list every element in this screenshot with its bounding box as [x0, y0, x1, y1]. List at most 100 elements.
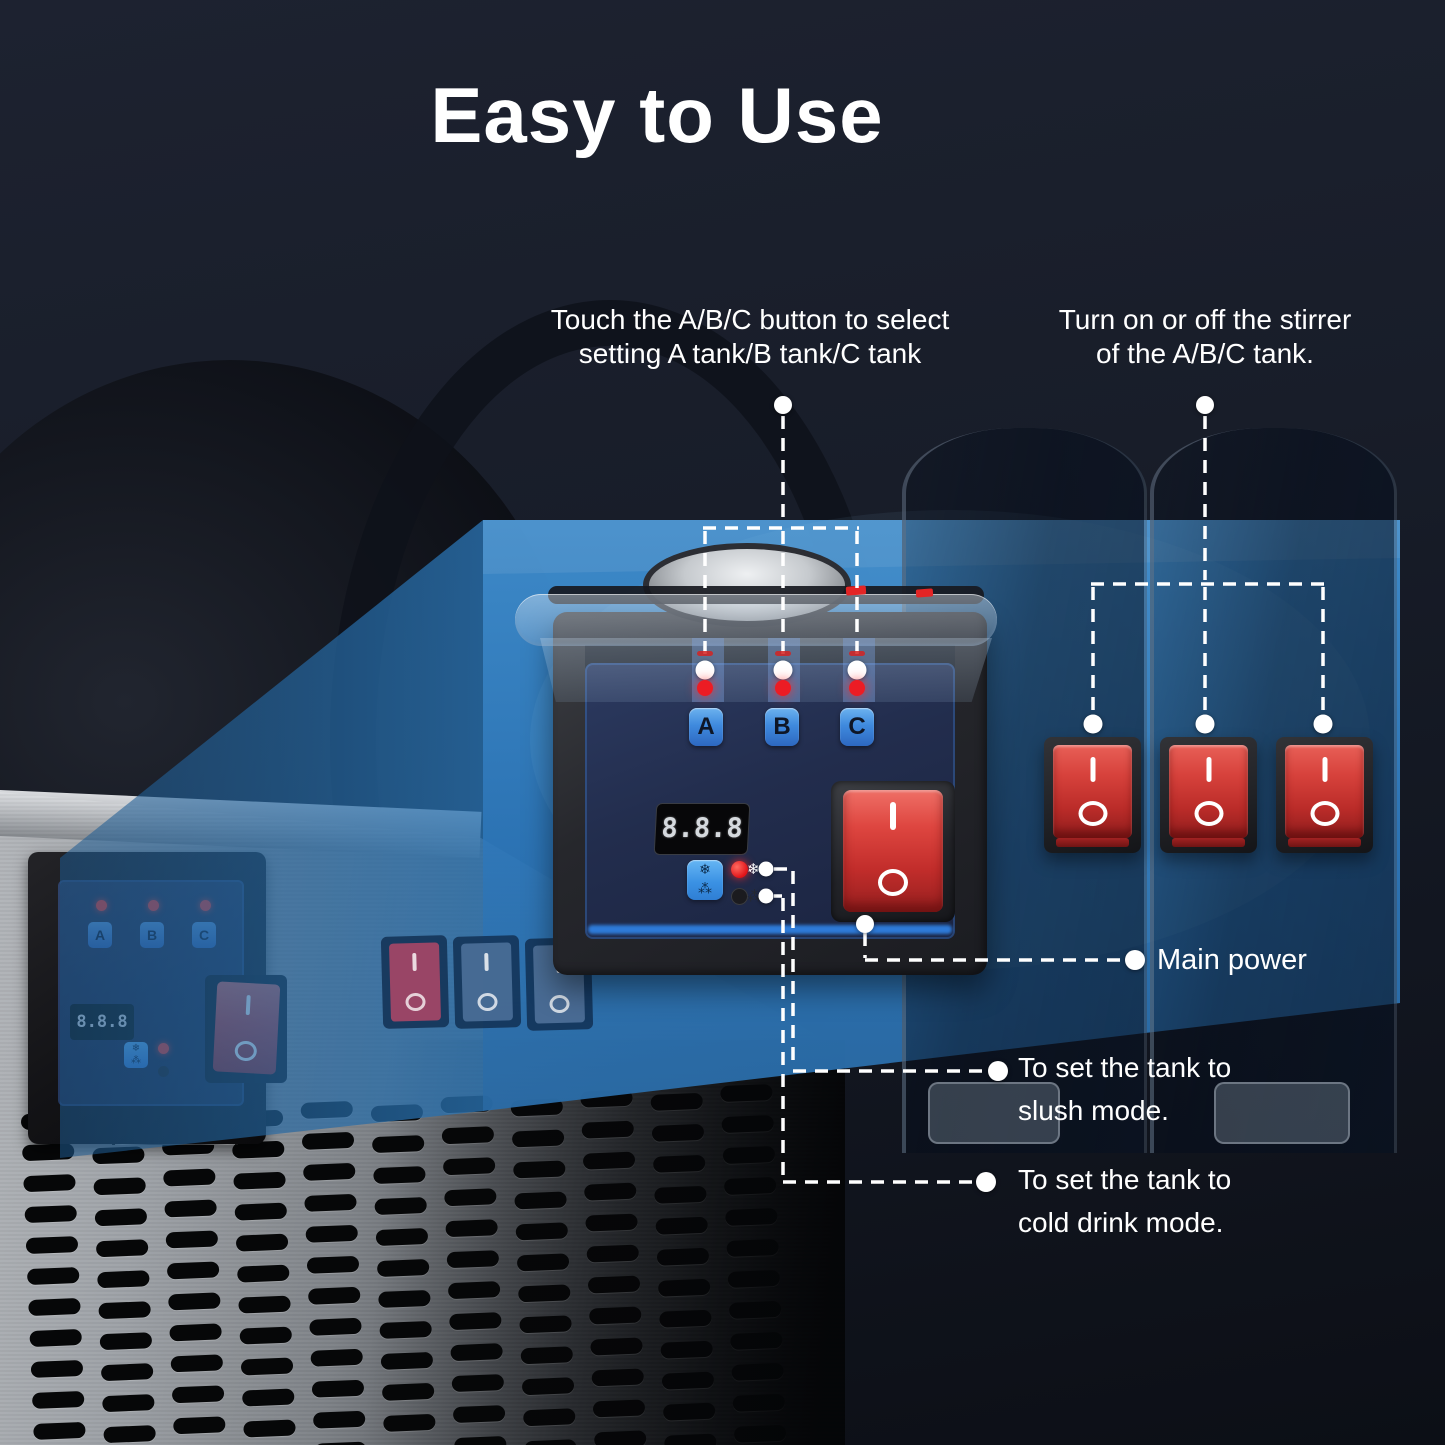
vent-slot: [100, 1363, 154, 1382]
vent-slot: [446, 1250, 500, 1269]
vent-slot: [33, 1421, 86, 1440]
abc-callout-text: Touch the A/B/C button to select setting…: [550, 304, 950, 369]
tank-a-button[interactable]: A: [689, 708, 723, 746]
vent-slot: [588, 1306, 642, 1325]
vent-slot: [173, 1416, 226, 1435]
vent-slot: [723, 1176, 777, 1196]
tank-b-button[interactable]: B: [765, 708, 799, 746]
cold-drink-icon: ⁂: [131, 1055, 141, 1066]
vent-slot: [370, 1104, 424, 1123]
slush-mode-led-small: [158, 1043, 169, 1054]
vent-slot: [725, 1207, 778, 1227]
lid-red-mark: [845, 585, 867, 596]
vent-slot: [441, 1126, 495, 1145]
tank-a-button-small[interactable]: A: [88, 922, 112, 948]
vent-slot: [586, 1244, 640, 1263]
vent-slot: [515, 1222, 569, 1241]
vent-slot: [98, 1301, 151, 1320]
vent-slot: [442, 1157, 496, 1176]
vent-slot: [454, 1435, 507, 1445]
vent-slot: [511, 1129, 565, 1148]
main-power-switch-small[interactable]: [212, 981, 281, 1075]
vent-slot: [314, 1441, 367, 1445]
vent-slot: [374, 1196, 427, 1216]
vent-slot: [300, 1100, 354, 1119]
tank-b-button-small[interactable]: B: [140, 922, 164, 948]
vent-slot: [240, 1357, 294, 1376]
lid-dome-handle[interactable]: [643, 543, 851, 627]
slush-mode-led: [731, 861, 748, 878]
temperature-display-small: 8.8.8: [70, 1004, 134, 1040]
tank-c-button-small[interactable]: C: [192, 922, 216, 948]
vent-slot: [516, 1253, 570, 1272]
vent-slot: [591, 1368, 645, 1387]
vent-slot: [23, 1174, 76, 1193]
vent-slot: [590, 1337, 643, 1356]
main-power-switch[interactable]: [843, 790, 943, 912]
vent-slot: [235, 1233, 289, 1252]
led-indicator: [200, 900, 211, 911]
tank-c-button[interactable]: C: [840, 708, 874, 746]
vent-slot: [28, 1297, 81, 1317]
vent-slot: [236, 1264, 290, 1283]
snowflake-indicator-icon: ❄: [747, 861, 760, 878]
vent-slot: [655, 1216, 709, 1235]
vent-slot: [239, 1326, 293, 1345]
vent-slot: [728, 1300, 782, 1319]
stirrer-switch-photo-b[interactable]: [452, 935, 522, 1029]
stirrer-switch-a[interactable]: [1044, 737, 1141, 853]
vent-slot: [581, 1120, 635, 1139]
stirrer-switch-b[interactable]: [1160, 737, 1257, 853]
vent-slot: [312, 1410, 366, 1429]
vent-slot: [25, 1236, 79, 1255]
lid-front-face: [540, 638, 992, 702]
vent-slot: [302, 1162, 356, 1181]
vent-slot: [31, 1390, 85, 1409]
vent-slot: [307, 1286, 361, 1305]
vent-slot: [103, 1425, 156, 1444]
vent-slot: [661, 1371, 715, 1390]
slush-mode-label: To set the tank to slush mode.: [1018, 1052, 1232, 1126]
vent-slot: [514, 1191, 567, 1210]
vent-slot: [233, 1171, 286, 1190]
led-indicator: [148, 900, 159, 911]
vent-slot: [99, 1332, 153, 1351]
vent-slot: [513, 1160, 566, 1179]
vent-slot: [659, 1309, 712, 1328]
transparent-lid: [515, 594, 997, 646]
switch-on-mark: [890, 802, 896, 830]
vent-slot: [238, 1295, 291, 1314]
mode-button-small[interactable]: ❄ ⁂: [124, 1042, 148, 1068]
vent-slot: [654, 1185, 707, 1204]
cold-mode-led-small: [158, 1066, 169, 1077]
vent-slot: [660, 1340, 713, 1359]
vent-slot: [720, 1084, 773, 1103]
mode-button[interactable]: ❄ ⁂: [687, 860, 723, 900]
temperature-display: 8.8.8: [653, 803, 751, 855]
vent-slot: [376, 1258, 430, 1278]
tank-foot: [1214, 1082, 1350, 1144]
snowflake-icon: ❄: [131, 1043, 141, 1054]
cold-drink-indicator-icon: ⁂: [747, 888, 762, 905]
stirrer-callout-text: Turn on or off the stirrer of the A/B/C …: [1058, 304, 1352, 369]
stirrer-switch-photo-a[interactable]: [380, 935, 450, 1029]
led-indicator: [96, 900, 107, 911]
vent-slot: [241, 1388, 295, 1407]
panel-blue-glow: [588, 925, 952, 934]
vent-slot: [727, 1269, 781, 1288]
vent-slot: [95, 1239, 149, 1258]
vent-slot: [733, 1424, 787, 1443]
vent-slot: [168, 1292, 221, 1311]
vent-slot: [664, 1433, 717, 1445]
vent-slot: [102, 1394, 155, 1413]
vent-slot: [21, 1143, 75, 1162]
vent-slot: [650, 1092, 704, 1111]
stirrer-switch-c[interactable]: [1276, 737, 1373, 853]
vent-slot: [234, 1202, 288, 1221]
vent-slot: [97, 1270, 150, 1289]
vent-slot: [732, 1393, 786, 1412]
vent-slot: [165, 1230, 219, 1249]
vent-slot: [451, 1374, 505, 1393]
vent-slot: [730, 1331, 783, 1350]
vent-slot: [306, 1255, 360, 1274]
